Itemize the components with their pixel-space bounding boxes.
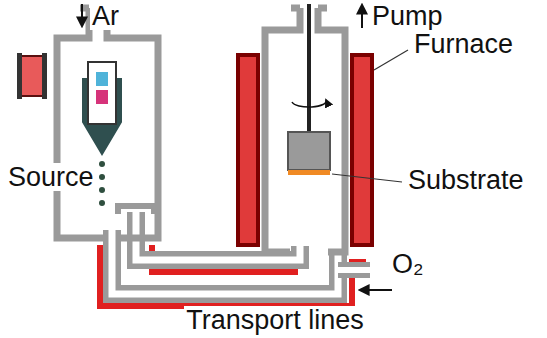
- droplets: [99, 161, 105, 206]
- leader-line: [374, 50, 408, 70]
- furnace-heater: [352, 55, 372, 245]
- droplet: [99, 161, 105, 167]
- furnace-heater: [238, 55, 258, 245]
- pump-arrow: [361, 5, 363, 28]
- caption-label: Transport lines: [184, 306, 366, 334]
- furnace-label: Furnace: [412, 30, 515, 58]
- droplet: [99, 174, 105, 180]
- precursor: [96, 72, 108, 86]
- coil-flange: [42, 53, 47, 99]
- droplet: [99, 187, 105, 193]
- source-label: Source: [6, 163, 96, 191]
- droplet: [99, 200, 105, 206]
- substrate-label: Substrate: [406, 166, 526, 194]
- precursor: [96, 90, 108, 104]
- pump-label: Pump: [370, 2, 445, 30]
- crucible: [88, 62, 116, 124]
- leader-line: [332, 174, 402, 182]
- oxygen-label: O₂: [390, 250, 425, 278]
- growth-chamber: [265, 8, 345, 252]
- substrate-holder: [288, 132, 330, 170]
- source-coil: [20, 56, 44, 96]
- oxygen-inlet-bore: [338, 267, 372, 273]
- source-chamber: [57, 8, 158, 238]
- tube-entrance: [118, 206, 154, 214]
- rotation-arrow: [292, 100, 326, 107]
- oxygen-arrow: [360, 289, 392, 291]
- rotation-rod: [307, 4, 311, 132]
- gas-label: Ar: [90, 2, 121, 30]
- substrate: [288, 170, 330, 175]
- coil-flange: [17, 53, 22, 99]
- gas-in-arrow: [81, 4, 83, 26]
